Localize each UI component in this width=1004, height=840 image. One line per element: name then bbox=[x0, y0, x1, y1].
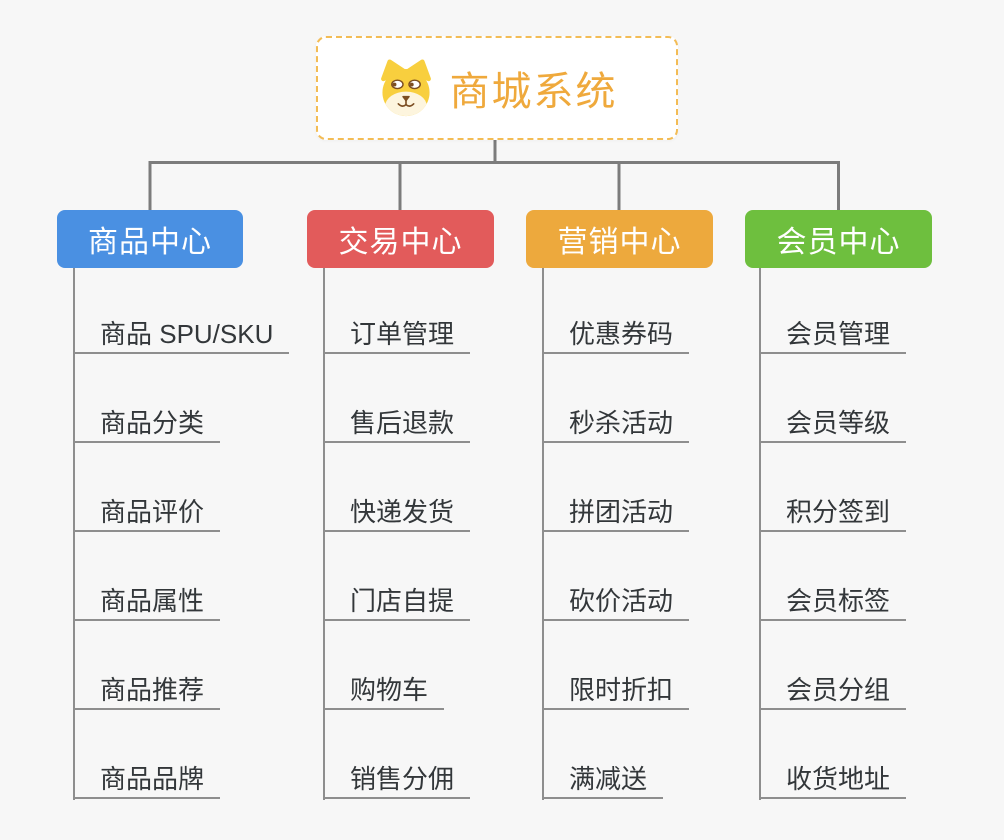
child-node[interactable]: 会员等级 bbox=[759, 399, 907, 443]
child-node[interactable]: 拼团活动 bbox=[542, 488, 690, 532]
child-node[interactable]: 商品评价 bbox=[73, 488, 221, 532]
branch-node-member-center[interactable]: 会员中心 bbox=[745, 210, 932, 268]
branch-children-column-product: 商品 SPU/SKU 商品分类 商品评价 商品属性 商品推荐 商品品牌 bbox=[73, 268, 290, 801]
child-node[interactable]: 会员分组 bbox=[759, 666, 907, 710]
child-node[interactable]: 积分签到 bbox=[759, 488, 907, 532]
child-node[interactable]: 商品 SPU/SKU bbox=[73, 310, 290, 354]
child-node[interactable]: 销售分佣 bbox=[323, 755, 471, 799]
branch-label: 商品中心 bbox=[88, 226, 212, 259]
branch-children-column-marketing: 优惠券码 秒杀活动 拼团活动 砍价活动 限时折扣 满减送 bbox=[542, 268, 690, 801]
child-node[interactable]: 订单管理 bbox=[323, 310, 471, 354]
branch-label: 会员中心 bbox=[776, 226, 901, 259]
child-node[interactable]: 商品品牌 bbox=[73, 755, 221, 799]
child-node[interactable]: 商品推荐 bbox=[73, 666, 221, 710]
child-node[interactable]: 购物车 bbox=[323, 666, 445, 710]
branch-node-product-center[interactable]: 商品中心 bbox=[57, 210, 243, 268]
child-node[interactable]: 满减送 bbox=[542, 755, 664, 799]
branch-label: 交易中心 bbox=[338, 226, 463, 259]
branch-child-connector-line bbox=[73, 268, 75, 800]
root-node[interactable]: 商城系统 bbox=[316, 36, 678, 140]
branch-node-trade-center[interactable]: 交易中心 bbox=[307, 210, 494, 268]
dog-muzzle bbox=[384, 91, 427, 117]
child-node[interactable]: 门店自提 bbox=[323, 577, 471, 621]
branch-children-column-member: 会员管理 会员等级 积分签到 会员标签 会员分组 收货地址 bbox=[759, 268, 907, 801]
child-node[interactable]: 快递发货 bbox=[323, 488, 471, 532]
child-node[interactable]: 售后退款 bbox=[323, 399, 471, 443]
branch-node-marketing-center[interactable]: 营销中心 bbox=[526, 210, 713, 268]
child-node[interactable]: 优惠券码 bbox=[542, 310, 690, 354]
branch-child-connector-line bbox=[542, 268, 544, 800]
child-node[interactable]: 砍价活动 bbox=[542, 577, 690, 621]
branch-label: 营销中心 bbox=[557, 226, 682, 259]
dog-face-icon bbox=[380, 59, 431, 117]
root-node-title: 商城系统 bbox=[449, 70, 618, 114]
branch-child-connector-line bbox=[759, 268, 761, 800]
child-node[interactable]: 会员管理 bbox=[759, 310, 907, 354]
child-node[interactable]: 商品属性 bbox=[73, 577, 221, 621]
branch-children-column-trade: 订单管理 售后退款 快递发货 门店自提 购物车 销售分佣 bbox=[323, 268, 471, 801]
child-node[interactable]: 收货地址 bbox=[759, 755, 907, 799]
branch-child-connector-line bbox=[323, 268, 325, 800]
child-node[interactable]: 会员标签 bbox=[759, 577, 907, 621]
child-node[interactable]: 秒杀活动 bbox=[542, 399, 690, 443]
child-node[interactable]: 限时折扣 bbox=[542, 666, 690, 710]
child-node[interactable]: 商品分类 bbox=[73, 399, 221, 443]
